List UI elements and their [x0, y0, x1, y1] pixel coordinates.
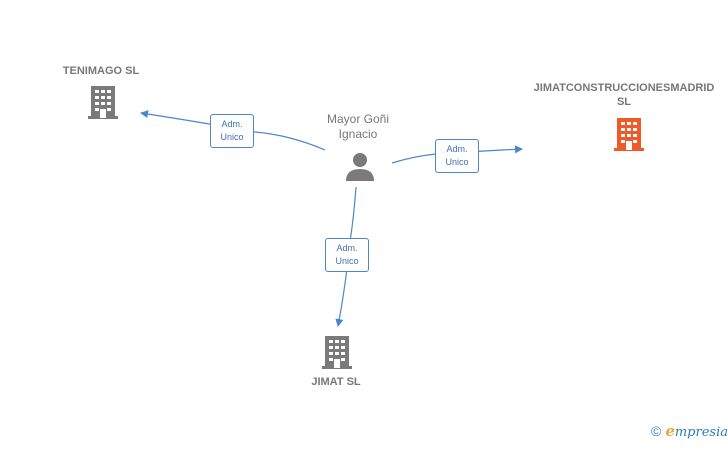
copyright-symbol: © — [650, 423, 662, 439]
edge-label-line2: Unico — [445, 157, 469, 167]
edge-label-line1: Adm. — [446, 144, 468, 154]
person-name[interactable]: Mayor Goñi Ignacio — [298, 112, 418, 142]
edge-label-line1: Adm. — [221, 119, 243, 129]
person-name-line1: Mayor Goñi — [326, 112, 390, 126]
company-name-tenimago[interactable]: TENIMAGO SL — [62, 65, 140, 77]
company-name-jimatconstrucciones[interactable]: JIMATCONSTRUCCIONESMADRID SL — [520, 81, 728, 109]
edge-label-to-jimatconstrucciones[interactable]: Adm. Unico — [435, 139, 479, 173]
building-icon[interactable] — [612, 116, 646, 152]
company-name-line1: JIMATCONSTRUCCIONESMADRID — [533, 82, 715, 94]
person-name-line2: Ignacio — [338, 127, 378, 141]
edge-label-line1: Adm. — [336, 243, 358, 253]
company-name-line2: SL — [616, 96, 632, 108]
brand-logo-name: mpresia — [674, 425, 728, 440]
edge-label-line2: Unico — [220, 132, 244, 142]
footer-credit[interactable]: ©empresia — [651, 422, 728, 442]
brand-logo-initial: e — [665, 422, 675, 440]
edge-label-line2: Unico — [335, 256, 359, 266]
edge-to-tenimago — [140, 110, 326, 151]
company-name-jimat[interactable]: JIMAT SL — [311, 376, 361, 388]
person-icon[interactable] — [345, 151, 375, 181]
building-icon[interactable] — [86, 84, 120, 120]
edge-label-to-jimat[interactable]: Adm. Unico — [325, 238, 369, 272]
building-icon[interactable] — [320, 334, 354, 370]
edge-label-to-tenimago[interactable]: Adm. Unico — [210, 114, 254, 148]
